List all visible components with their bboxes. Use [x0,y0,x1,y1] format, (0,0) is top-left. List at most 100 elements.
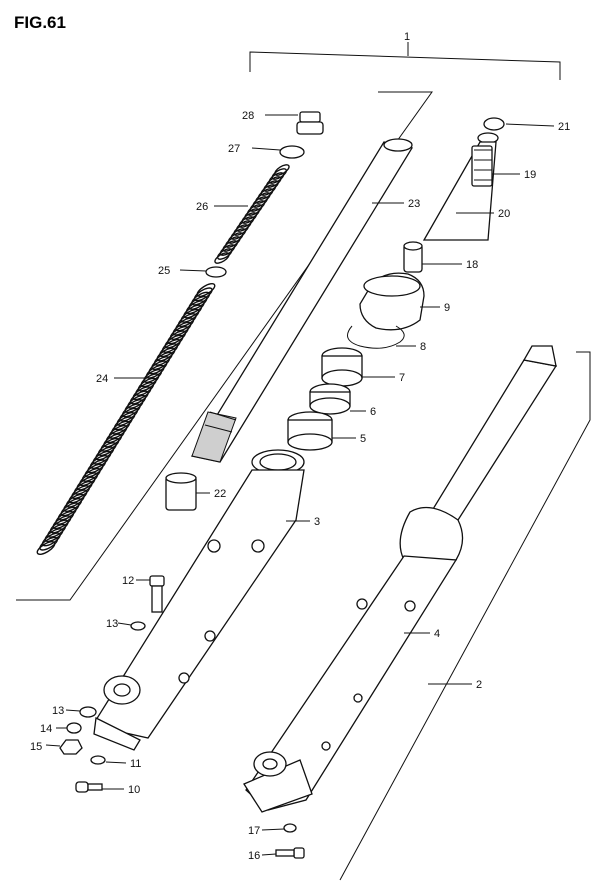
spring-coil [196,283,216,297]
callout-16: 16 [248,850,260,862]
spring-coil [105,429,125,444]
callout-12: 12 [122,575,134,587]
spring-coil [71,485,91,500]
axle-clamp-bolt [136,575,165,613]
drain-bolt-10 [75,781,124,793]
spring-coil [191,291,211,306]
callout-10: 10 [128,784,140,796]
callout-7: 7 [399,372,405,384]
guide-bushing [287,411,356,451]
callout-26: 26 [196,201,208,213]
spring-coil [113,416,133,431]
spring-coil [100,437,120,452]
dust-seal-top [483,117,555,131]
spring-coil [89,455,109,469]
bolt-16 [261,847,305,859]
spring-coil [39,536,59,551]
spring-coil [57,506,77,521]
spring-coil [47,523,67,538]
spring-coil [148,360,168,375]
spring-coil [140,373,160,388]
callout-19: 19 [524,169,536,181]
spring-coil [175,317,195,332]
spring-coil [81,467,101,482]
spring-coil [185,300,205,315]
spring-coil [116,412,136,426]
main-fork-spring [36,283,216,555]
callout-23: 23 [408,198,420,210]
spring-coil [137,377,157,392]
spring-washer [179,266,227,278]
spring-coil [167,330,187,345]
callout-14: 14 [40,723,52,735]
spring-coil [119,407,139,422]
spring-coil [188,295,208,310]
spring-coil [151,356,171,371]
slide-bushing [165,472,210,511]
spring-coil [63,498,83,512]
spring-coil [41,532,61,547]
callout-3: 3 [314,516,320,528]
spring-coil [129,390,149,405]
spring-coil [79,472,99,487]
nut-15 [45,739,83,755]
callout-21: 21 [558,121,570,133]
fork-cap-bolt [265,111,324,135]
seal-spacer [309,383,366,415]
spring-coil [55,510,75,525]
spring-coil [49,519,69,534]
callout-25: 25 [158,265,170,277]
callout-11: 11 [130,758,141,770]
spring-coil [60,502,80,517]
spring-coil [92,450,112,465]
callout-22: 22 [214,488,226,500]
spring-coil [159,343,179,358]
retaining-clip [347,325,416,349]
lower-slider [93,449,310,751]
spring-coil [52,515,72,530]
callout-9: 9 [444,302,450,314]
spring-coil [73,480,93,495]
inner-parts-panel [16,91,433,601]
callout-6: 6 [370,406,376,418]
damper-rod [422,132,520,241]
damper-rod-piece [403,241,462,273]
callout-17: 17 [248,825,260,837]
callout-27: 27 [228,143,240,155]
callout-13b: 13 [52,705,64,717]
spring-coil [121,403,141,418]
callout-18: 18 [466,259,478,271]
spring-coil [97,442,117,457]
o-ring [251,145,305,159]
spring-coil [164,334,184,349]
washer-11 [90,755,127,765]
spring-coil [44,528,64,543]
callout-2: 2 [476,679,482,691]
spring-coil [135,381,155,396]
spring-coil [36,541,56,555]
assembly-bracket [249,42,561,80]
spring-coil [68,489,88,504]
spring-coil [180,308,200,323]
spring-coil [169,326,189,340]
spring-coil [216,248,233,260]
washer-lower [65,706,97,718]
callout-15: 15 [30,741,42,753]
spring-coil [127,394,147,409]
spring-coil [161,338,181,353]
spring-coil [76,476,96,491]
oil-seal [321,347,395,387]
spring-coil [153,351,173,366]
callout-13a: 13 [106,618,118,630]
callout-24: 24 [96,373,108,385]
inner-fork-tube [190,138,414,463]
outer-fork-assembly [243,345,558,813]
callout-20: 20 [498,208,510,220]
spring-coil [111,420,131,435]
spring-coil [103,433,123,448]
callout-28: 28 [242,110,254,122]
spring-coil [124,399,144,414]
washer-17 [261,823,297,833]
callout-8: 8 [420,341,426,353]
